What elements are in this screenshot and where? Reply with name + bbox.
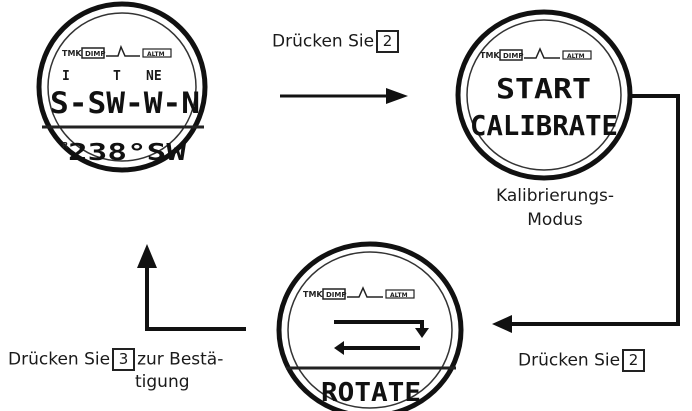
tag-altm: ALTM xyxy=(567,53,585,60)
press-text: Drücken Sie xyxy=(8,349,111,370)
altitude-graph-icon xyxy=(524,47,560,59)
tag-altm: ALTM xyxy=(147,51,165,58)
heading-readout: 238°SW xyxy=(68,140,186,166)
tag-tmk: TMK xyxy=(303,290,323,299)
altitude-graph-icon xyxy=(347,286,383,298)
compass-marker-1: I xyxy=(62,69,70,84)
compass-bottom-small: R xyxy=(62,141,68,150)
mode-indicator-box xyxy=(81,47,105,59)
key-3-button-icon: 3 xyxy=(112,348,136,371)
tag-altm: ALTM xyxy=(390,292,408,299)
mode-line-1: Kalibrierungs- xyxy=(496,186,614,206)
tag-dimp: DIMP xyxy=(326,291,347,299)
compass-dial-text: S-SW-W-N xyxy=(50,86,200,120)
arrow-to-rotate xyxy=(492,94,680,333)
press-text: Drücken Sie xyxy=(272,31,375,52)
key-2-button-icon: 2 xyxy=(376,30,400,53)
calibrate-line-calibrate: CALIBRATE xyxy=(470,109,618,142)
confirm-text: zur Bestä- xyxy=(137,349,224,370)
tag-dimp: DIMP xyxy=(503,52,524,60)
watch-calibrate-display: TMK DIMP ALTM START CALIBRATE xyxy=(455,9,633,181)
calibrate-line-start: START xyxy=(496,72,591,105)
rotate-text: ROTATE xyxy=(321,378,421,408)
key-2-button-icon: 2 xyxy=(622,349,646,372)
tag-tmk: TMK xyxy=(480,51,500,60)
compass-marker-2: T xyxy=(113,69,121,84)
arrow-to-calibrate xyxy=(280,88,408,104)
mode-line-2: Modus xyxy=(527,210,583,230)
press-text: Drücken Sie xyxy=(518,350,621,371)
watch-rotate-display: TMK DIMP ALTM ROTATE xyxy=(276,241,464,411)
tag-dimp: DIMP xyxy=(85,50,106,58)
watch-compass-display: TMK DIMP ALTM I T NE S-SW-W-N R 238°SW xyxy=(36,1,208,173)
tag-tmk: TMK xyxy=(62,49,82,58)
calibration-mode-label: Kalibrierungs- Modus xyxy=(480,185,630,231)
mode-indicator-box-right xyxy=(142,48,172,58)
compass-marker-3: NE xyxy=(146,69,162,84)
altitude-graph-icon xyxy=(106,44,140,57)
confirm-text-line-2: tigung xyxy=(135,372,190,392)
arrow-back-to-compass xyxy=(137,244,246,331)
